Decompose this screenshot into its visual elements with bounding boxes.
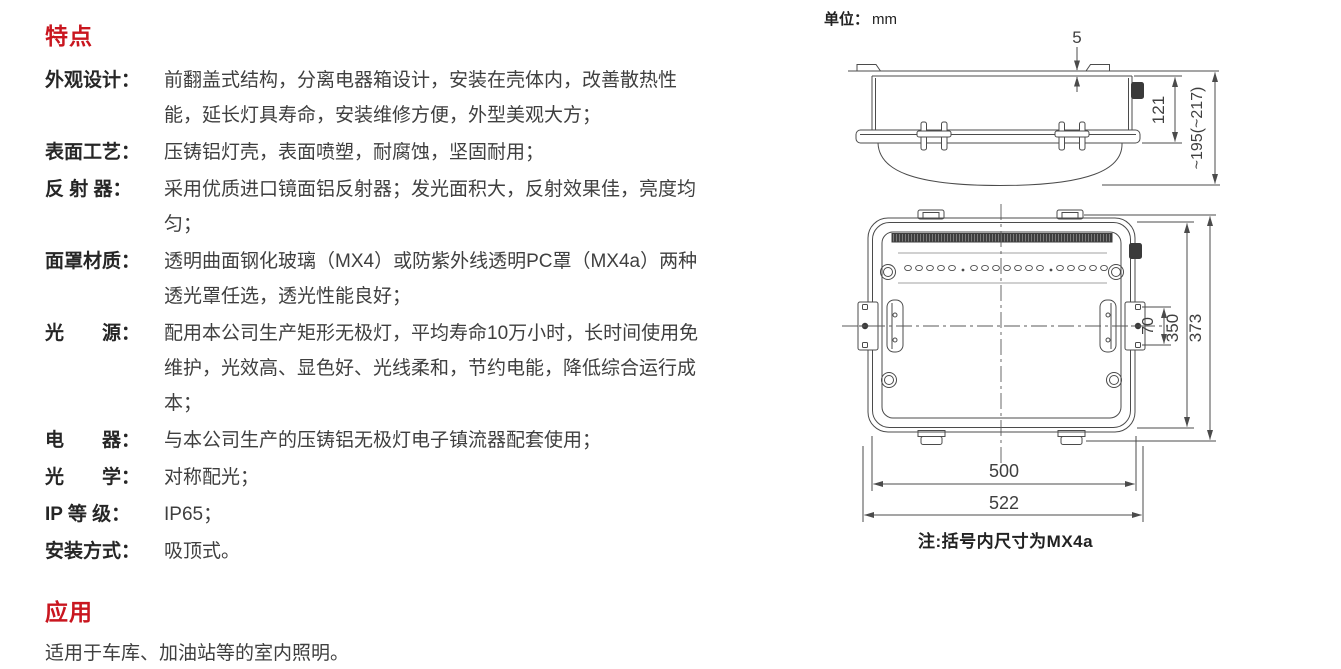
dimension-mounting-width bbox=[1137, 221, 1194, 429]
center-lines bbox=[842, 204, 1168, 473]
hinge-strip bbox=[891, 233, 1113, 243]
feature-list: 外观设计： 前翻盖式结构，分离电器箱设计，安装在壳体内，改善散热性能，延长灯具寿… bbox=[45, 63, 700, 569]
feature-text: 压铸铝灯壳，表面喷塑，耐腐蚀，坚固耐用； bbox=[164, 142, 545, 163]
feature-label: 面罩材质： bbox=[45, 251, 141, 272]
feature-item-ip-rating: IP 等 级： IP65； bbox=[45, 497, 700, 532]
feature-item-ballast: 电 器： 与本公司生产的压铸铝无极灯电子镇流器配套使用； bbox=[45, 423, 700, 458]
feature-item-light-source: 光 源： 配用本公司生产矩形无极灯，平均寿命10万小时，长时间使用免维护，光效高… bbox=[45, 316, 700, 421]
cable-gland-side bbox=[1131, 82, 1144, 99]
dimension-label-522: 522 bbox=[989, 493, 1019, 513]
feature-item-cover-material: 面罩材质： 透明曲面钢化玻璃（MX4）或防紫外线透明PC罩（MX4a）两种透光罩… bbox=[45, 244, 700, 314]
side-view-drawing bbox=[848, 64, 1219, 187]
technical-drawing: 5 121 ~195(~217) bbox=[842, 28, 1220, 522]
vent-slots bbox=[904, 264, 1108, 272]
feature-text: 配用本公司生产矩形无极灯，平均寿命10万小时，长时间使用免维护，光效高、显色好、… bbox=[164, 323, 699, 414]
dimension-label-373: 373 bbox=[1186, 314, 1205, 342]
mounting-tab-right bbox=[1085, 64, 1110, 72]
features-title: 特点 bbox=[45, 23, 93, 49]
feature-label: IP 等 级： bbox=[45, 504, 131, 525]
dimension-housing-height bbox=[1134, 75, 1182, 144]
dimension-overall-width bbox=[1084, 214, 1216, 442]
feature-item-mounting: 安装方式： 吸顶式。 bbox=[45, 534, 700, 569]
feature-label: 外观设计： bbox=[45, 70, 141, 91]
latch-clip-right bbox=[1054, 121, 1090, 151]
mounting-tab-left bbox=[856, 64, 881, 72]
feature-text: 与本公司生产的压铸铝无极灯电子镇流器配套使用； bbox=[164, 430, 602, 451]
plan-view-drawing bbox=[842, 204, 1168, 473]
cable-gland-plan bbox=[1129, 243, 1142, 259]
feature-label: 表面工艺： bbox=[45, 142, 141, 163]
unit-label-value: mm bbox=[872, 11, 898, 28]
dimension-inner-length bbox=[871, 436, 1137, 491]
dimension-diagram-section: 单位：mm bbox=[820, 0, 1341, 639]
dimension-total-height bbox=[1102, 72, 1220, 186]
feature-text: 前翻盖式结构，分离电器箱设计，安装在壳体内，改善散热性能，延长灯具寿命，安装维修… bbox=[164, 70, 678, 126]
application-title: 应用 bbox=[45, 599, 93, 625]
feature-label: 电 器： bbox=[45, 430, 141, 451]
feature-label: 安装方式： bbox=[45, 541, 141, 562]
dimension-label-70: 70 bbox=[1140, 317, 1157, 335]
feature-text: 对称配光； bbox=[164, 467, 260, 488]
feature-label: 反 射 器： bbox=[45, 179, 132, 200]
unit-label-prefix: 单位： bbox=[824, 11, 870, 28]
features-section: 特点 外观设计： 前翻盖式结构，分离电器箱设计，安装在壳体内，改善散热性能，延长… bbox=[45, 22, 700, 669]
top-tabs bbox=[917, 209, 1084, 220]
glass-dome bbox=[877, 142, 1123, 187]
dimension-label-121: 121 bbox=[1149, 96, 1168, 124]
feature-text: 透明曲面钢化玻璃（MX4）或防紫外线透明PC罩（MX4a）两种透光罩任选，透光性… bbox=[164, 251, 698, 307]
dimension-label-195-217: ~195(~217) bbox=[1189, 87, 1206, 170]
feature-text: 吸顶式。 bbox=[164, 541, 241, 562]
dimension-bracket-holes bbox=[1142, 306, 1171, 346]
feature-label: 光 源： bbox=[45, 323, 141, 344]
feature-item-appearance: 外观设计： 前翻盖式结构，分离电器箱设计，安装在壳体内，改善散热性能，延长灯具寿… bbox=[45, 63, 700, 133]
dimension-label-5: 5 bbox=[1072, 28, 1081, 47]
feature-item-reflector: 反 射 器： 采用优质进口镜面铝反射器；发光面积大，反射效果佳，亮度均匀； bbox=[45, 172, 700, 242]
feature-item-optics: 光 学： 对称配光； bbox=[45, 460, 700, 495]
unit-label: 单位：mm bbox=[824, 8, 897, 29]
feature-label: 光 学： bbox=[45, 467, 141, 488]
dimension-overall-length bbox=[862, 446, 1144, 522]
dimension-label-350: 350 bbox=[1163, 314, 1182, 342]
feature-text: IP65； bbox=[164, 504, 223, 525]
latch-clip-left bbox=[916, 121, 952, 151]
corner-holes bbox=[880, 264, 1124, 388]
application-text: 适用于车库、加油站等的室内照明。 bbox=[45, 643, 350, 664]
feature-item-surface: 表面工艺： 压铸铝灯壳，表面喷塑，耐腐蚀，坚固耐用； bbox=[45, 135, 700, 170]
bottom-latches bbox=[917, 430, 1086, 445]
diagram-note: 注:括号内尺寸为MX4a bbox=[918, 532, 1094, 551]
feature-text: 采用优质进口镜面铝反射器；发光面积大，反射效果佳，亮度均匀； bbox=[164, 179, 697, 235]
dimension-label-500: 500 bbox=[989, 461, 1019, 481]
